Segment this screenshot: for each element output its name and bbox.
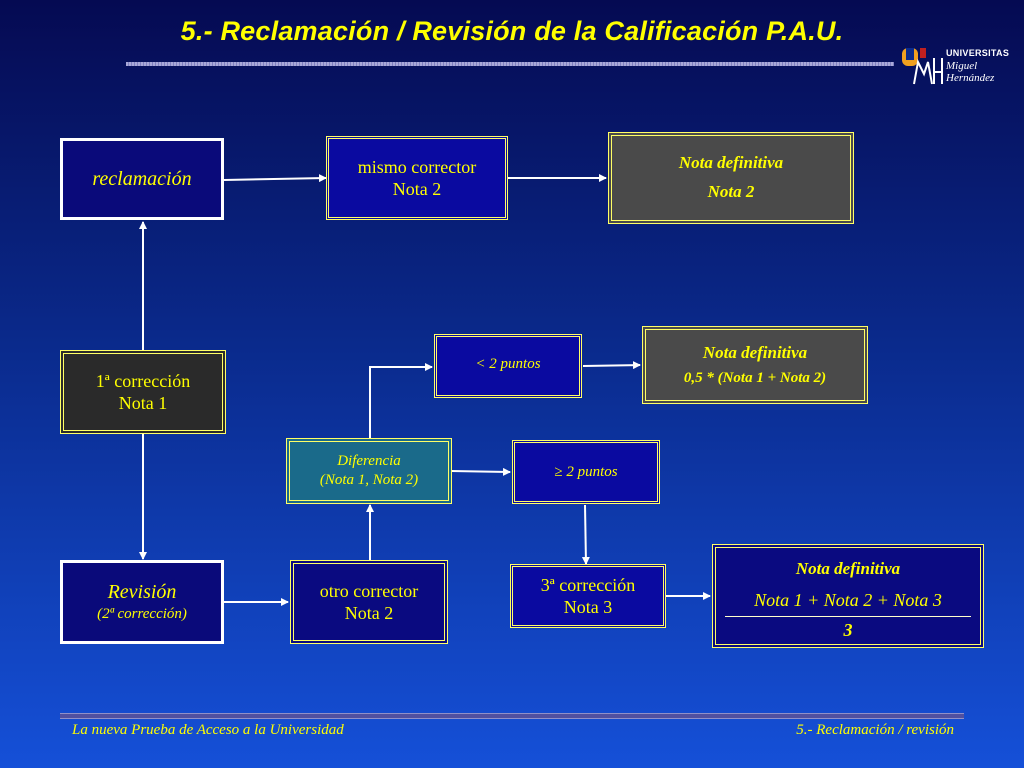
mismo-line2: Nota 2 [392, 179, 442, 199]
footer-divider [60, 713, 964, 719]
tercera-line1: 3ª corrección [540, 574, 636, 595]
arrow-reclamacion-mismo [223, 174, 327, 183]
footer-left-text: La nueva Prueba de Acceso a la Universid… [72, 722, 344, 738]
primera-line2: Nota 1 [118, 393, 168, 413]
logo-miguel: Miguel [946, 60, 978, 72]
university-logo: UNIVERSITAS Miguel Hernández [900, 44, 1020, 94]
primera-line1: 1ª corrección [95, 370, 191, 391]
notadef3-numerator: Nota 1 + Nota 2 + Nota 3 [754, 590, 942, 611]
box-tercera-correccion: 3ª corrección Nota 3 [510, 564, 666, 628]
diferencia-line1: Diferencia [337, 453, 401, 470]
box-nota-definitiva-2: Nota definitiva 0,5 * (Nota 1 + Nota 2) [642, 326, 868, 404]
reclamacion-label: reclamación [92, 167, 192, 190]
notadef3-denominator: 3 [843, 619, 853, 640]
arrow-menos2-notadef2 [582, 361, 641, 370]
notadef3-line1: Nota definitiva [795, 559, 901, 578]
notadef2-line2: 0,5 * (Nota 1 + Nota 2) [683, 370, 827, 387]
box-nota-definitiva-3: Nota definitiva Nota 1 + Nota 2 + Nota 3… [712, 544, 984, 648]
fraction-bar [725, 615, 971, 617]
mismo-line1: mismo corrector [357, 156, 477, 177]
box-diferencia: Diferencia (Nota 1, Nota 2) [286, 438, 452, 504]
revision-line1: Revisión [107, 581, 177, 604]
box-menos-2-puntos: < 2 puntos [434, 334, 582, 398]
menos2-label: < 2 puntos [475, 356, 541, 372]
mas2-label: ≥ 2 puntos [554, 464, 618, 480]
title-underline [126, 62, 894, 66]
otro-line1: otro corrector [319, 580, 419, 601]
tercera-line2: Nota 3 [563, 597, 613, 617]
arrow-mas2-tercera [581, 504, 590, 565]
slide-title: 5.- Reclamación / Revisión de la Calific… [180, 16, 844, 46]
notadef1-line2: Nota 2 [707, 182, 755, 202]
diferencia-line2: (Nota 1, Nota 2) [319, 472, 419, 488]
logo-universitas: UNIVERSITAS [946, 48, 1010, 58]
arrow-diferencia-mas2 [450, 467, 511, 476]
arrow-diferencia-menos2 [369, 363, 433, 438]
box-nota-definitiva-1: Nota definitiva Nota 2 [608, 132, 854, 224]
notadef1-line1: Nota definitiva [678, 153, 784, 172]
box-mismo-corrector: mismo corrector Nota 2 [326, 136, 508, 220]
box-primera-correccion: 1ª corrección Nota 1 [60, 350, 226, 434]
revision-line2: (2ª corrección) [97, 606, 187, 623]
box-reclamacion: reclamación [60, 138, 224, 220]
otro-line2: Nota 2 [344, 603, 394, 623]
footer-right-text: 5.- Reclamación / revisión [796, 722, 954, 738]
umh-logo-icon [902, 48, 943, 85]
box-revision: Revisión (2ª corrección) [60, 560, 224, 644]
notadef2-line1: Nota definitiva [702, 343, 808, 362]
box-otro-corrector: otro corrector Nota 2 [290, 560, 448, 644]
box-mayor-igual-2-puntos: ≥ 2 puntos [512, 440, 660, 504]
logo-hernandez: Hernández [946, 72, 995, 84]
